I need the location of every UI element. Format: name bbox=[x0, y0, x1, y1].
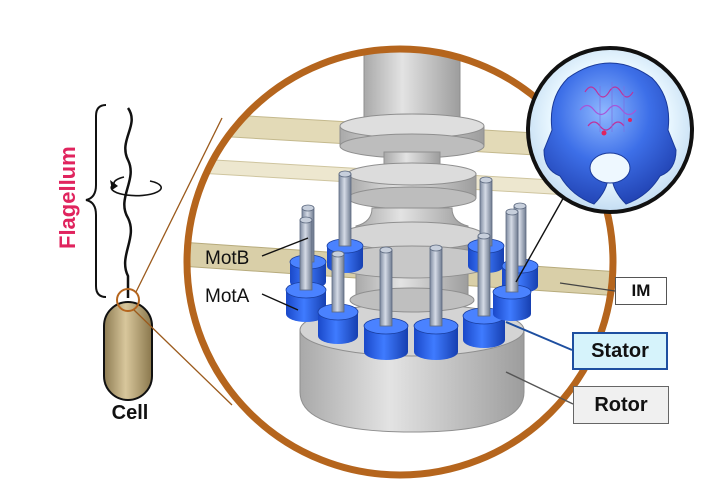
mota-leader bbox=[261, 293, 299, 311]
flagellum-bracket bbox=[85, 104, 107, 298]
rotor-label: Rotor bbox=[594, 393, 648, 416]
zoom-line-top bbox=[135, 117, 223, 293]
cell-body bbox=[103, 301, 153, 401]
cell-label: Cell bbox=[111, 402, 149, 424]
zoom-origin-circle bbox=[116, 288, 140, 312]
stator-structure-inset bbox=[526, 46, 694, 214]
im-label: IM bbox=[631, 281, 651, 300]
protein-surface bbox=[543, 62, 677, 205]
stator-front-row bbox=[285, 208, 532, 360]
rotation-arrow-icon bbox=[110, 176, 162, 197]
cell-overview bbox=[85, 104, 233, 406]
inset-border bbox=[526, 46, 694, 214]
flagellum-label: Flagellum bbox=[55, 146, 80, 249]
im-leader bbox=[559, 282, 616, 292]
zoom-line-bottom bbox=[133, 309, 233, 406]
rotor-label-box: Rotor bbox=[573, 386, 669, 424]
im-label-box: IM bbox=[615, 277, 667, 305]
motb-leader bbox=[261, 237, 309, 257]
rotor-leader bbox=[505, 371, 574, 405]
mota-label: MotA bbox=[205, 286, 250, 307]
zoom-ring bbox=[183, 45, 617, 479]
motb-label: MotB bbox=[205, 248, 250, 269]
rotor-body bbox=[299, 329, 525, 433]
stator-leader bbox=[505, 321, 573, 351]
stator-label: Stator bbox=[591, 339, 649, 362]
stator-label-box: Stator bbox=[572, 332, 668, 370]
inset-leader bbox=[515, 194, 566, 283]
hook-shaft bbox=[363, 49, 461, 123]
flagellum-filament bbox=[123, 107, 133, 298]
